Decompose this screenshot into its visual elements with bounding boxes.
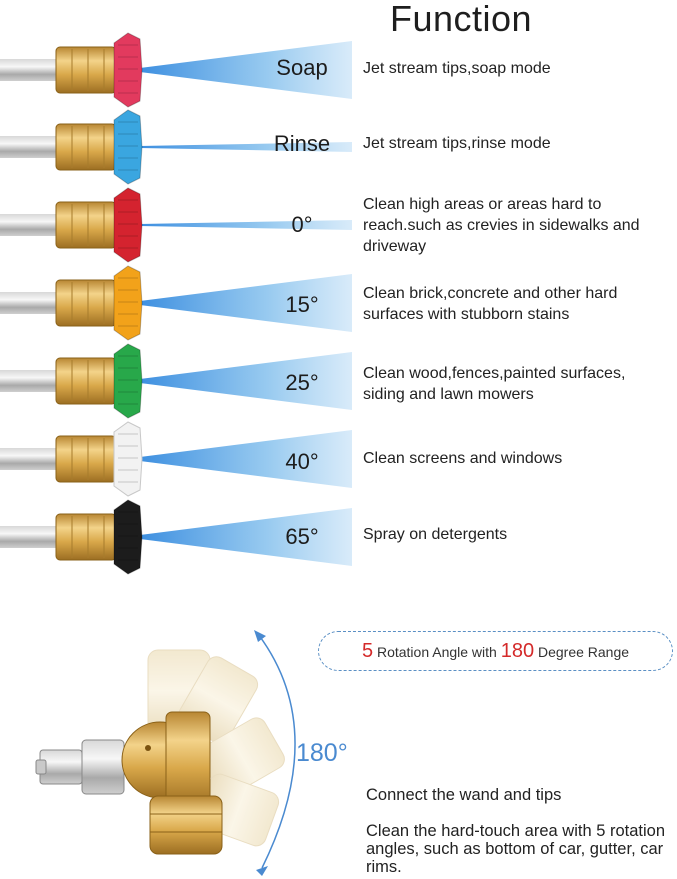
tip-angle-label: 15° (285, 292, 319, 317)
tip-angle-label: 25° (285, 370, 319, 395)
spray-pattern (140, 41, 352, 99)
arc-arrow-bottom-icon (256, 866, 268, 876)
arc-arrow-top-icon (254, 630, 266, 642)
page-title: Function (390, 0, 533, 39)
spray-pattern (140, 274, 352, 332)
tip-description: Jet stream tips,soap mode (363, 60, 551, 77)
rotation-range: 180 (500, 640, 535, 662)
nozzle-tip-icon (0, 499, 352, 575)
spray-pattern (140, 352, 352, 410)
nozzle-cap (113, 499, 143, 575)
tip-description: Clean screens and windows (363, 450, 563, 467)
tip-row: 0° Clean high areas or areas hard to reac… (0, 186, 677, 264)
tip-row: 40° Clean screens and windows (0, 420, 677, 498)
rotating-nozzle-illustration (35, 630, 296, 876)
connect-text: Connect the wand and tips (366, 786, 562, 804)
nozzle-cap (113, 343, 143, 419)
tip-description: Spray on detergents (363, 526, 508, 543)
tip-description: Clean wood,fences,painted surfaces, sidi… (363, 365, 626, 403)
spray-pattern (140, 508, 352, 566)
nozzle-cap (113, 32, 143, 108)
tip-row: 15° Clean brick,concrete and other hard s… (0, 264, 677, 342)
rotation-count: 5 (361, 640, 374, 662)
tip-description: Clean brick,concrete and other hard surf… (363, 285, 618, 323)
nozzle-tip-icon (0, 343, 352, 419)
nozzle-tip-icon (0, 109, 352, 185)
rotation-badge: 5 Rotation Angle with 180 Degree Range (318, 631, 673, 671)
clean-text: Clean the hard-touch area with 5 rotatio… (366, 822, 666, 876)
nozzle-tip-icon (0, 421, 352, 497)
rotation-text-2: Degree Range (534, 644, 630, 660)
rotation-text-1: Rotation Angle with (373, 644, 501, 660)
spray-pattern (140, 430, 352, 488)
tip-angle-label: 0° (291, 212, 313, 237)
nozzle-coupler (165, 711, 211, 807)
nozzle-cap (113, 187, 143, 263)
nozzle-cap (113, 421, 143, 497)
tip-row: 25° Clean wood,fences,painted surfaces, s… (0, 342, 677, 420)
tip-angle-label: 40° (285, 449, 319, 474)
rotation-arc (257, 633, 296, 869)
rotation-degrees-label: 180° (296, 739, 348, 767)
nozzle-tip-icon (0, 265, 352, 341)
tip-description: Clean high areas or areas hard to reach.… (363, 196, 640, 255)
nozzle-cap (113, 265, 143, 341)
tip-angle-label: Soap (276, 55, 328, 80)
nozzle-cap (113, 109, 143, 185)
tip-row: Soap Jet stream tips,soap mode (0, 31, 677, 109)
spray-pattern (140, 142, 352, 152)
tip-row: Rinse Jet stream tips,rinse mode (0, 108, 677, 186)
tip-row: 65° Spray on detergents (0, 498, 677, 576)
nozzle-tip-icon (0, 187, 352, 263)
tip-angle-label: 65° (285, 524, 319, 549)
nozzle-tip-icon (0, 32, 352, 108)
tip-angle-label: Rinse (273, 131, 331, 156)
tip-description: Jet stream tips,rinse mode (363, 135, 551, 152)
spray-pattern (140, 220, 352, 230)
